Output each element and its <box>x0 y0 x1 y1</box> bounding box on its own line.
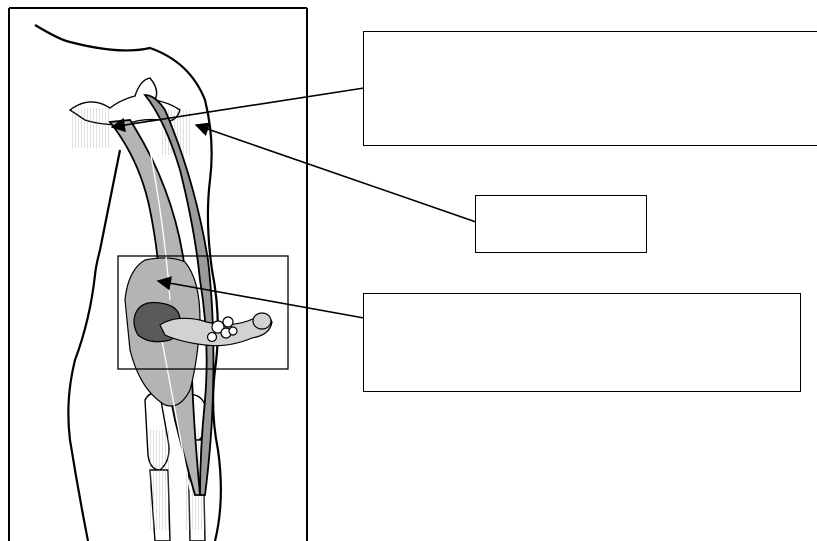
arm-outline <box>34 24 222 541</box>
label-box-bottom[interactable] <box>363 293 801 392</box>
muscle-cross-section <box>133 301 273 347</box>
arrow-middle <box>194 122 477 223</box>
label-box-top[interactable] <box>363 31 817 146</box>
label-box-middle[interactable] <box>475 195 647 253</box>
arrow-bottom <box>156 276 365 319</box>
pointer-arrows <box>110 87 477 319</box>
arrow-top <box>110 87 365 133</box>
zoom-frame <box>117 255 289 370</box>
